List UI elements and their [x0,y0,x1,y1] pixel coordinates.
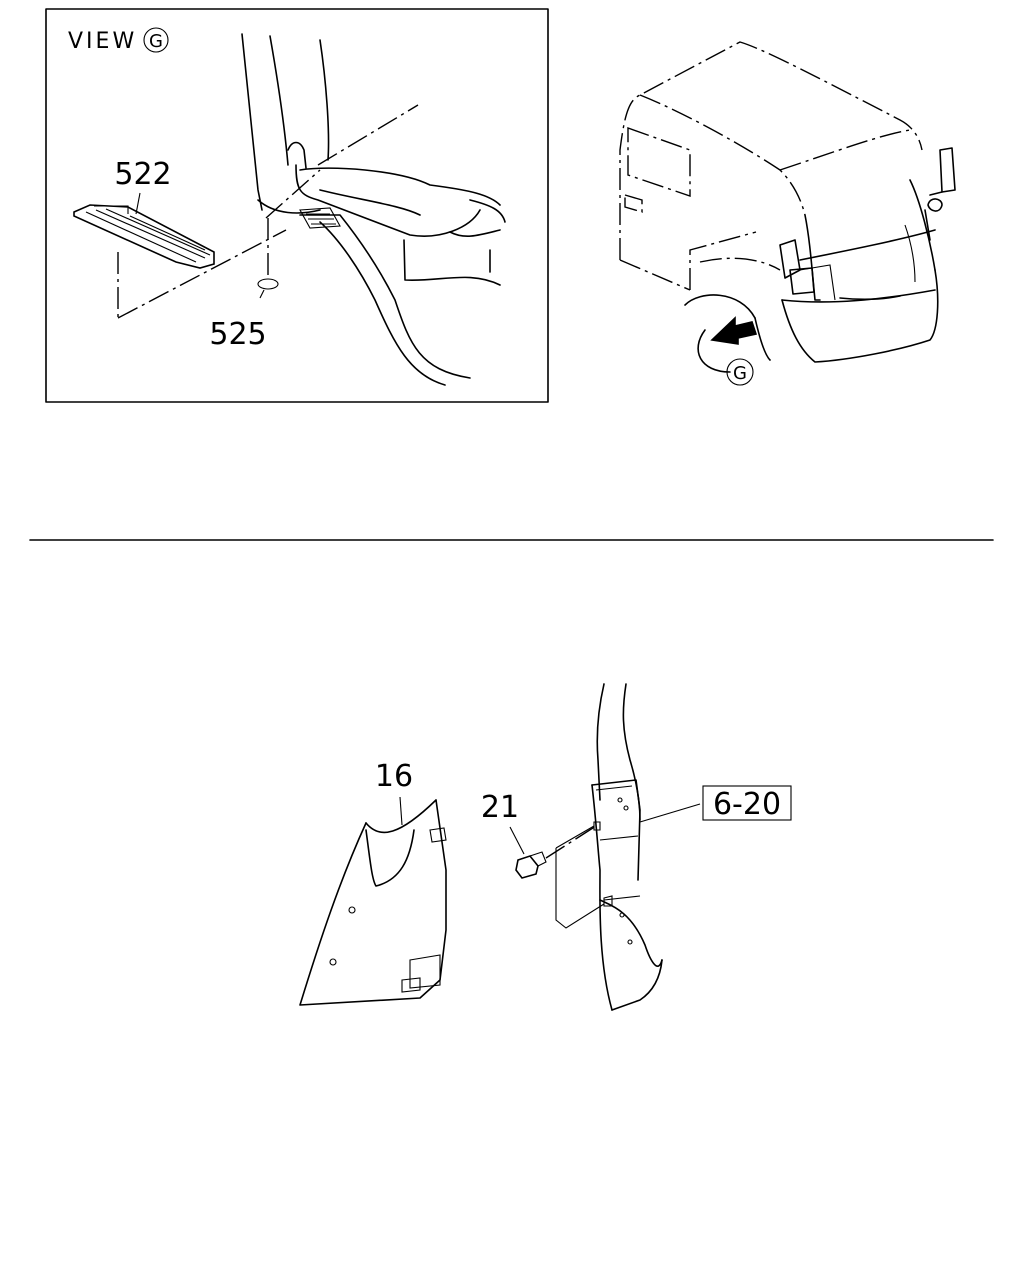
part-525-clip [257,218,279,299]
view-callout-arc [697,329,731,373]
leader-525 [259,289,265,299]
part-21-clip [509,825,597,879]
view-letter-circle [143,27,169,53]
truck-cab-drawing: G [619,41,956,386]
leader-522 [135,192,141,215]
pillar-panel [555,683,701,1011]
part-522-step-cover [73,192,287,319]
label-21: 21 [481,790,519,825]
view-letter: G [149,31,163,52]
inset-frame [45,8,549,403]
label-525: 525 [209,317,266,352]
label-522: 522 [114,157,171,192]
label-16: 16 [375,759,413,794]
view-callout-letter: G [733,363,747,384]
leader-16 [399,796,403,826]
view-callout-circle [726,358,754,386]
view-label: VIEW [68,29,137,54]
leader-21 [509,826,525,855]
ref-6-20-box [702,785,792,821]
part-16-cover [299,796,447,1006]
leader-6-20 [639,803,701,823]
view-g-inset: VIEW G [45,8,549,403]
label-6-20: 6-20 [713,787,781,822]
cab-interior-drawing [241,33,506,386]
